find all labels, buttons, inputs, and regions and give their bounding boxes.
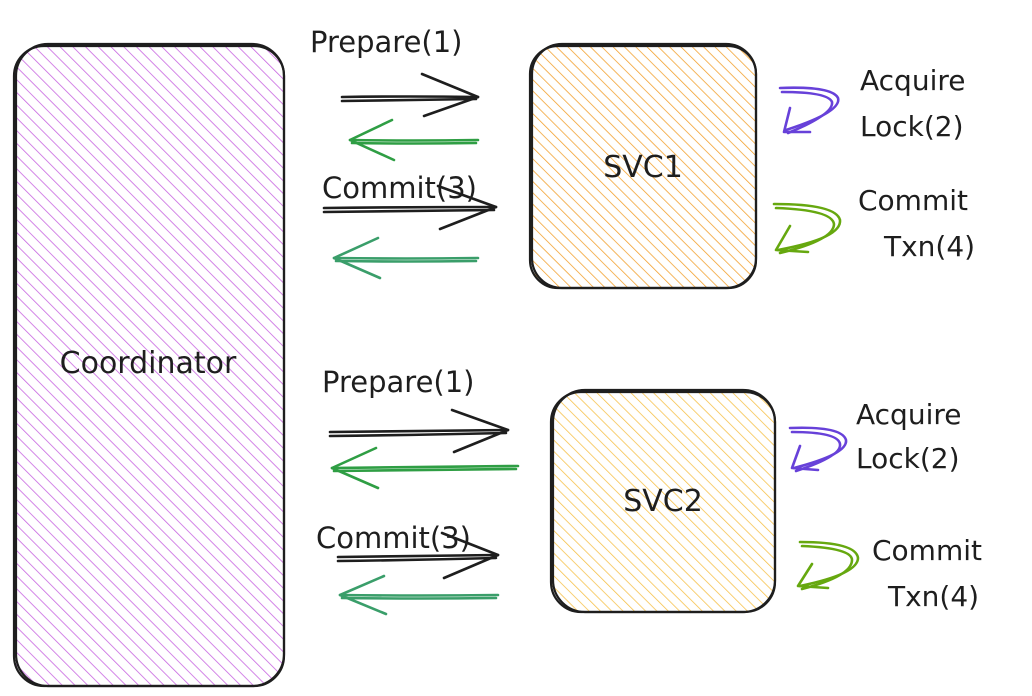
svc1-acquire-lock-loop-arrow xyxy=(778,86,840,135)
svc2-prepare-label: Prepare(1) xyxy=(322,365,475,399)
svc1-txn-line2: Txn(4) xyxy=(883,230,975,263)
svc1-prepare-request-arrow xyxy=(340,72,480,118)
svc2-prepare-response-arrow xyxy=(330,446,520,490)
svc2-commit-txn-loop-arrow xyxy=(796,540,860,591)
svc2-lock-line2: Lock(2) xyxy=(856,442,960,475)
svc2-commit-txn-label: Commit Txn(4) xyxy=(872,534,982,613)
svc2-prepare-request-arrow xyxy=(328,408,510,454)
svc2-txn-line2: Txn(4) xyxy=(887,580,979,613)
svc1-commit-label: Commit(3) xyxy=(322,171,477,205)
svc2-commit-label: Commit(3) xyxy=(316,521,471,555)
svc1-prepare-response-arrow xyxy=(348,118,480,162)
svc1-acquire-lock-label: Acquire Lock(2) xyxy=(860,64,965,143)
svc1-commit-response-arrow xyxy=(332,236,480,280)
svc1-commit-request-arrow xyxy=(322,184,498,231)
svc2-acquire-lock-loop-arrow xyxy=(788,426,848,473)
svc1-prepare-label: Prepare(1) xyxy=(310,25,463,59)
svc1-node: SVC1 xyxy=(528,42,758,290)
svc1-commit-txn-label: Commit Txn(4) xyxy=(858,184,975,263)
svc1-label: SVC1 xyxy=(603,150,683,185)
svc2-lock-line1: Acquire xyxy=(856,398,961,431)
svc2-label: SVC2 xyxy=(623,484,703,519)
svc2-commit-response-arrow xyxy=(338,574,500,616)
svc1-txn-line1: Commit xyxy=(858,184,968,217)
coordinator-label: Coordinator xyxy=(60,346,237,381)
svc2-acquire-lock-label: Acquire Lock(2) xyxy=(856,398,961,475)
svc2-node: SVC2 xyxy=(549,388,777,614)
svc1-lock-line2: Lock(2) xyxy=(860,110,964,143)
svc2-txn-line1: Commit xyxy=(872,534,982,567)
svc2-commit-request-arrow xyxy=(336,531,500,580)
svc1-lock-line1: Acquire xyxy=(860,64,965,97)
svc1-commit-txn-loop-arrow xyxy=(772,202,842,255)
coordinator-node: Coordinator xyxy=(12,42,286,688)
